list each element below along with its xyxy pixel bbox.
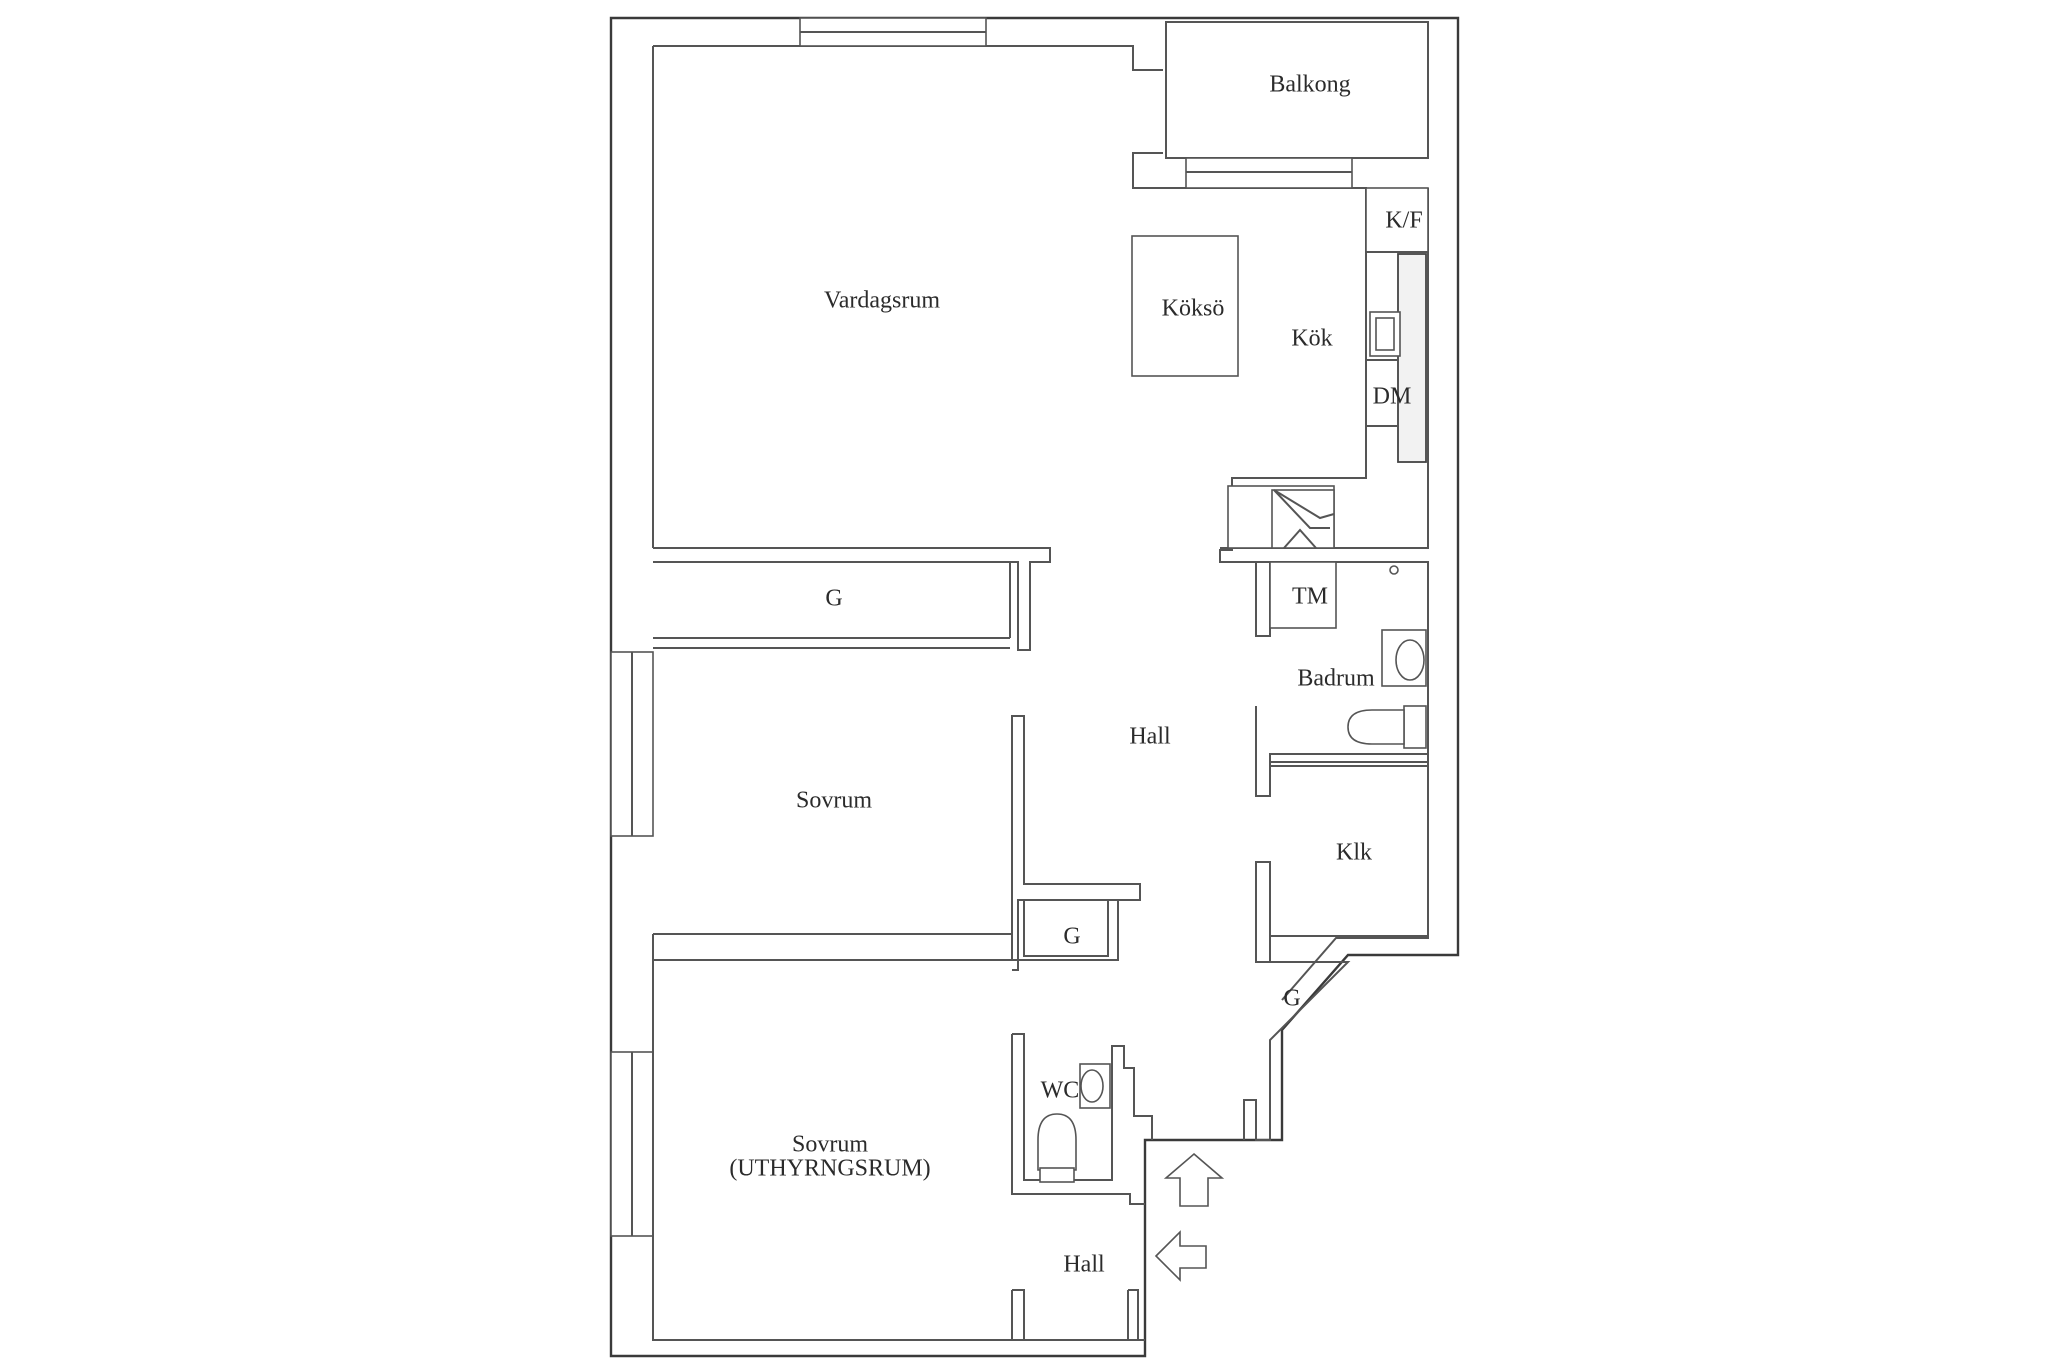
room-label-hall-lower: Hall: [1063, 1252, 1105, 1278]
toilet-tank: [1403, 705, 1427, 749]
toilet-icon: [1347, 709, 1405, 745]
room-label-tm: TM: [1292, 584, 1328, 610]
room-label-wc: WC: [1041, 1078, 1080, 1104]
outer-wall: [609, 16, 1460, 1358]
room-label-g-top: G: [825, 586, 842, 612]
tm-washer: [1269, 561, 1337, 629]
wall-wc-bottom: [1011, 1034, 1145, 1205]
wall-wc: [1012, 1033, 1153, 1181]
shower-icon: [1389, 565, 1399, 575]
room-label-sovrum2-line2: (UTHYRNGSRUM): [729, 1156, 930, 1182]
toilet-icon: [1037, 1113, 1077, 1171]
room-label-hall-main: Hall: [1129, 724, 1171, 750]
room-label-kf: K/F: [1385, 208, 1422, 234]
room-label-g-mid: G: [1063, 924, 1080, 950]
kitchen-island: [1131, 235, 1239, 377]
closet-g-mid: [1023, 899, 1109, 957]
entry-closet-g: [1243, 961, 1351, 1141]
wall-mid-small: [1012, 899, 1119, 971]
wall-lower-hall: [652, 960, 1145, 1341]
toilet-tank-wc: [1039, 1167, 1075, 1183]
fridge-freezer: [1365, 187, 1429, 253]
room-label-klk: Klk: [1336, 840, 1372, 866]
wall-vardagsrum-g: [653, 547, 1051, 651]
room-label-kok: Kök: [1291, 326, 1332, 352]
room-label-kokso: Köksö: [1162, 296, 1225, 322]
room-label-vardagsrum: Vardagsrum: [824, 288, 940, 314]
entry-arrow-left-icon: [1154, 1230, 1207, 1282]
sink-basin: [1375, 317, 1395, 351]
room-label-g-entry: G: [1283, 986, 1300, 1012]
wall-sovrum-right: [1011, 715, 1141, 961]
sink-basin-wc: [1080, 1069, 1104, 1103]
sink-basin-bath: [1395, 639, 1425, 681]
room-label-sovrum2-line1: Sovrum: [792, 1132, 868, 1158]
room-label-sovrum: Sovrum: [796, 788, 872, 814]
wall-sovrum-bottom: [652, 933, 1012, 961]
room-label-dm: DM: [1373, 384, 1412, 410]
counter-top: [1397, 253, 1427, 463]
wall-badrum: [1255, 562, 1428, 797]
room-label-balkong: Balkong: [1269, 72, 1350, 98]
stove-lines: [1273, 489, 1335, 549]
room-label-badrum: Badrum: [1297, 666, 1375, 692]
entry-arrow-up-icon: [1163, 1152, 1225, 1207]
